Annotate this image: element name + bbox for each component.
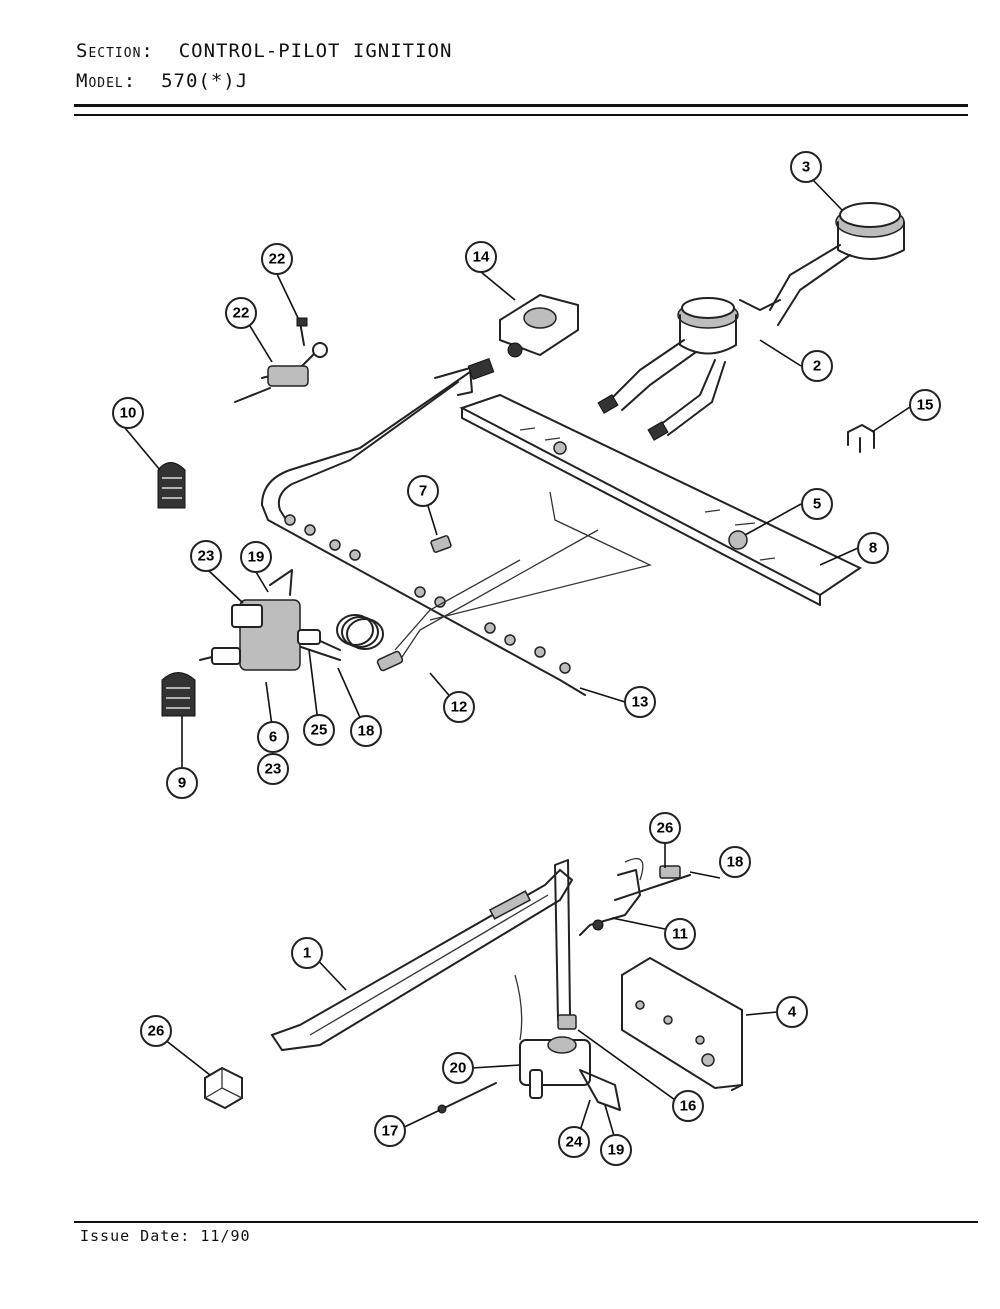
callout-bubbles: 3 2 14 22 22 15 10 7 5 8 23 19 6 23 25 1… (112, 151, 941, 1166)
callout-19-lower: 19 (600, 1134, 632, 1166)
knob-10 (157, 462, 186, 509)
callout-19-lower-label: 19 (608, 1142, 625, 1159)
section-heading: Section: CONTROL-PILOT IGNITION (76, 40, 452, 62)
callout-13: 13 (624, 686, 656, 718)
clip (847, 424, 875, 453)
callout-6: 6 (257, 721, 289, 753)
callout-17-label: 17 (382, 1123, 399, 1140)
callout-13-label: 13 (632, 694, 649, 711)
callout-8: 8 (857, 532, 889, 564)
callout-19-upper: 19 (240, 541, 272, 573)
callout-14-label: 14 (473, 249, 490, 266)
callout-9: 9 (166, 767, 198, 799)
upper-valve (234, 317, 328, 403)
callout-23-lower: 24 (558, 1126, 590, 1158)
callout-8-label: 8 (869, 540, 877, 557)
callout-19-upper-label: 19 (248, 549, 265, 566)
model-label: Model: (76, 70, 137, 92)
callout-4-label: 4 (788, 1004, 797, 1021)
model-heading: Model: 570(*)J (76, 70, 248, 92)
callout-22-lower-label: 23 (265, 761, 282, 778)
callout-24-label: 25 (311, 722, 328, 739)
callout-11-label: 11 (672, 926, 688, 943)
callout-11: 11 (664, 918, 696, 950)
small-bracket (204, 1066, 243, 1110)
callout-3-label: 3 (802, 159, 810, 176)
callout-9-label: 9 (178, 775, 186, 792)
callout-12: 12 (443, 691, 475, 723)
callout-5-label: 5 (813, 496, 821, 513)
section-value: CONTROL-PILOT IGNITION (178, 40, 453, 62)
callout-26-label: 26 (148, 1023, 165, 1040)
manifold-pipe (261, 358, 586, 696)
issue-date: Issue Date: 11/90 (80, 1227, 251, 1245)
callout-25: 26 (649, 812, 681, 844)
callout-18-upper: 18 (350, 715, 382, 747)
callout-22-lower: 23 (257, 753, 289, 785)
callout-25-label: 26 (657, 820, 674, 837)
callout-7: 7 (407, 475, 439, 507)
callout-18-upper-label: 18 (358, 723, 375, 740)
callout-26: 26 (140, 1015, 172, 1047)
knob-9 (161, 672, 196, 717)
pilot-bracket (499, 293, 579, 358)
callout-4: 4 (776, 996, 808, 1028)
callout-23-lower-label: 24 (566, 1134, 583, 1151)
orifice (430, 535, 452, 553)
callout-21-label: 22 (233, 305, 250, 322)
callout-12-label: 12 (451, 699, 468, 716)
callout-2-label: 2 (813, 358, 821, 375)
callout-24: 25 (303, 714, 335, 746)
model-value: 570(*)J (161, 70, 249, 92)
burner-small (597, 297, 739, 441)
callout-16-label: 16 (680, 1098, 697, 1115)
footer-rule (74, 1221, 978, 1223)
callout-16: 16 (672, 1090, 704, 1122)
callout-23-upper: 23 (190, 540, 222, 572)
callout-1-label: 1 (303, 945, 311, 962)
callout-6-label: 6 (269, 729, 277, 746)
screw (437, 1082, 497, 1114)
callout-7-label: 7 (419, 483, 427, 500)
callout-22-top-label: 22 (269, 251, 286, 268)
callout-21: 22 (225, 297, 257, 329)
callout-20: 20 (442, 1052, 474, 1084)
callout-15: 15 (909, 389, 941, 421)
callout-18-lower: 18 (719, 846, 751, 878)
burner-support-bracket (459, 393, 863, 606)
callout-15-label: 15 (917, 397, 934, 414)
callout-17: 17 (374, 1115, 406, 1147)
callout-18-lower-label: 18 (727, 854, 744, 871)
oven-control-valve (199, 569, 321, 671)
section-label: Section: (76, 40, 154, 62)
callout-1: 1 (291, 937, 323, 969)
callout-10-label: 10 (120, 405, 137, 422)
callout-5: 5 (801, 488, 833, 520)
broil-valve (514, 974, 621, 1111)
manifold-valve-stubs (284, 514, 571, 674)
callout-22-top: 22 (261, 243, 293, 275)
callout-20-label: 20 (450, 1060, 467, 1077)
broil-burner (270, 859, 574, 1052)
header-rule-thin (74, 114, 968, 116)
pilot-tubes (376, 491, 652, 672)
callout-23-upper-label: 23 (198, 548, 215, 565)
callout-14: 14 (465, 241, 497, 273)
callout-10: 10 (112, 397, 144, 429)
callout-2: 2 (801, 350, 833, 382)
lower-pilot (579, 857, 691, 936)
header-rule-thick (74, 104, 968, 107)
burner-large (739, 202, 905, 326)
mounting-bracket (621, 956, 743, 1091)
callout-3: 3 (790, 151, 822, 183)
